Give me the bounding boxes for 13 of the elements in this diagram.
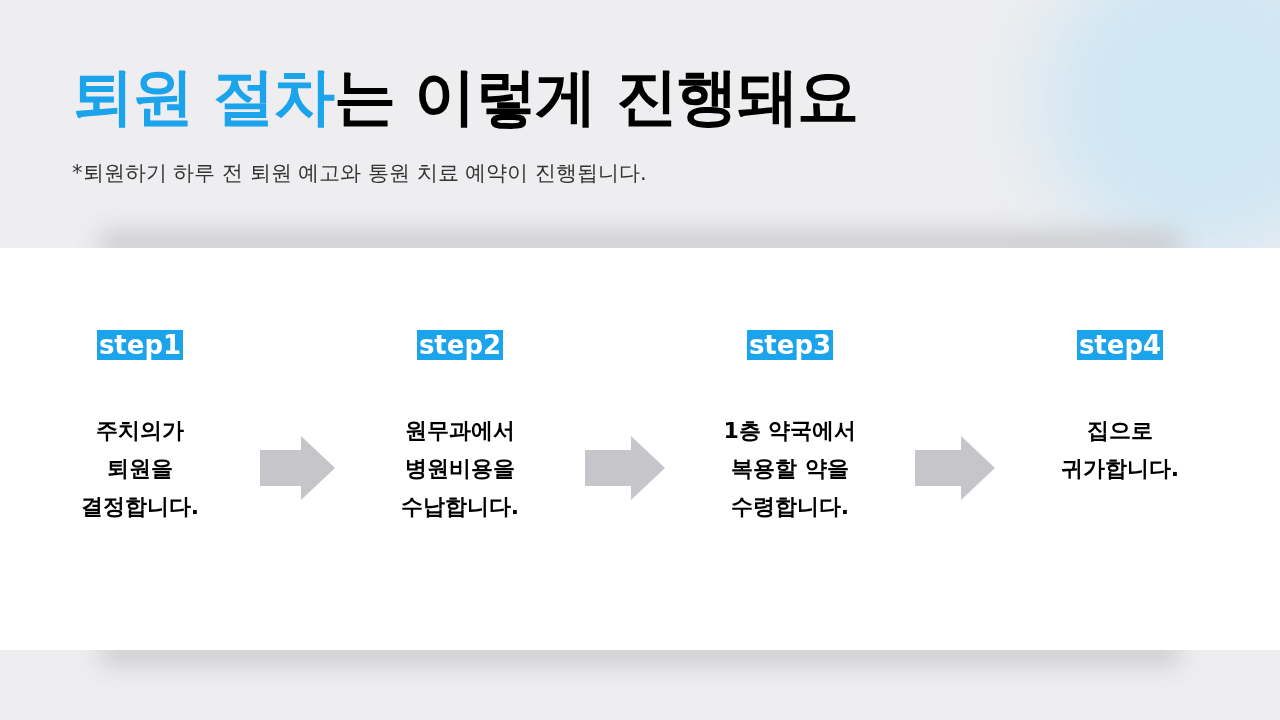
step-badge: step2 — [416, 330, 504, 360]
block-arrow — [260, 436, 335, 500]
step-badge: step1 — [96, 330, 184, 360]
step-badge: step4 — [1076, 330, 1164, 360]
step-description: 1층 약국에서 복용할 약을 수령합니다. — [722, 417, 858, 521]
title: 퇴원 절차는 이렇게 진행돼요 — [72, 66, 858, 128]
block-arrow — [585, 436, 665, 500]
step-description: 집으로 귀가합니다. — [1059, 417, 1181, 483]
block-arrow — [915, 436, 995, 500]
step-description: 주치의가 퇴원을 결정합니다. — [79, 417, 201, 521]
step-description: 원무과에서 병원비용을 수납합니다. — [399, 417, 521, 521]
subtitle-note: *퇴원하기 하루 전 퇴원 예고와 통원 치료 예약이 진행됩니다. — [72, 160, 647, 187]
step-badge: step3 — [746, 330, 834, 360]
